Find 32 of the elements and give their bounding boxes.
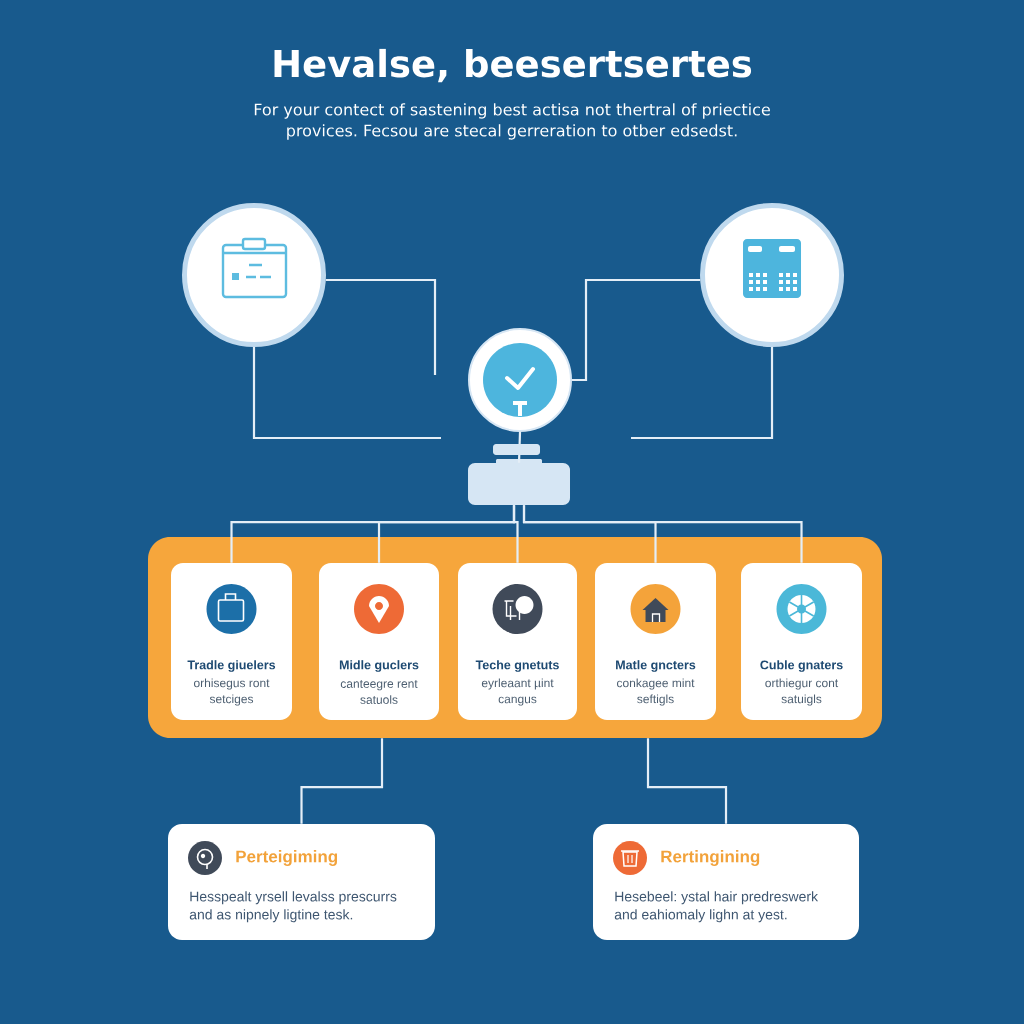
connector: [252, 347, 441, 440]
card: [319, 563, 439, 720]
card: [168, 824, 435, 940]
card-text: Hesebeel: ystal hair predreswerk and eahiomaly lighn at yest.: [614, 891, 819, 923]
card-title: Teche gnetuts: [475, 660, 559, 672]
card: [741, 563, 862, 720]
card-text: conkagee mint seftigls: [617, 678, 695, 706]
card-text: Hesspealt yrsell levalss prescurrs and as nipnely ligtine tesk.: [189, 891, 397, 923]
connector: [631, 347, 774, 440]
card-text: canteegre rent satuols: [340, 680, 418, 704]
title: Hevalse, beesertsertes: [274, 48, 752, 83]
card: [171, 563, 292, 720]
card: [458, 563, 577, 720]
connector: [325, 278, 437, 375]
card: [595, 563, 716, 720]
card-title: Matle gncters: [616, 660, 696, 672]
connector: [646, 738, 728, 824]
card-title: Rertingining: [661, 850, 760, 866]
connector: [300, 738, 384, 824]
connector: [522, 505, 803, 563]
card-title: Perteigiming: [236, 850, 338, 866]
card-text: orhisegus ront setciges: [194, 678, 270, 706]
card-title: Cuble gnaters: [760, 660, 843, 672]
subtitle: For your contect of sastening best actisa not thertral of priectice provices. Fecsou are stecal gerreration to otber edsedst.: [254, 103, 770, 140]
card-text: eyrleaant µint cangus: [481, 678, 554, 706]
connector-box: [468, 459, 570, 505]
card-text: orthiegur cont satuigls: [765, 678, 839, 706]
card-title: Midle guclers: [339, 660, 419, 672]
connector: [572, 278, 701, 382]
card-title: Tradle giuelers: [187, 660, 276, 672]
card: [593, 824, 859, 940]
connector: [512, 505, 519, 563]
